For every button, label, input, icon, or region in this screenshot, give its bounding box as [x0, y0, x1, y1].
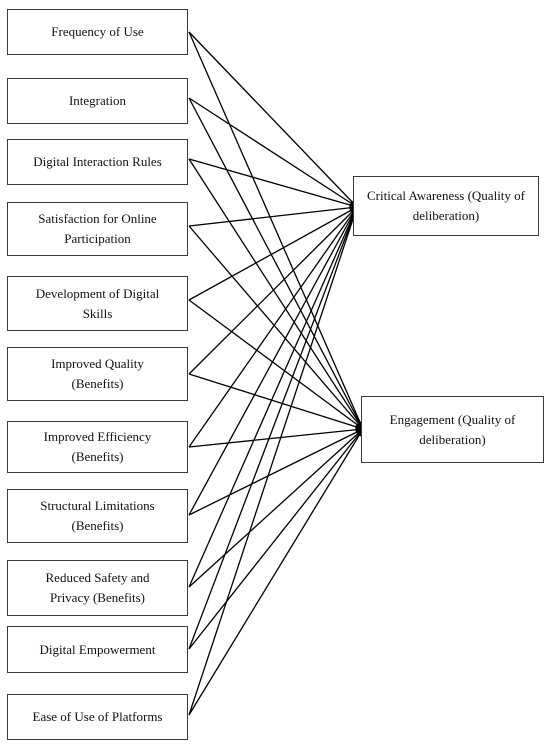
arrow-integration-to-engagement	[188, 97, 364, 430]
outcome-label: Critical Awareness (Quality of deliberat…	[366, 188, 525, 223]
arrow-digital-interaction-rules-to-critical-awareness	[188, 158, 358, 209]
arrow-ease-of-use-platforms-to-critical-awareness	[188, 206, 359, 716]
factor-label: Digital Interaction Rules	[33, 154, 162, 169]
outcome-label: Engagement (Quality of deliberation)	[389, 411, 516, 447]
arrow-integration-to-critical-awareness	[188, 97, 358, 208]
factor-box-ease-of-use-platforms: Ease of Use of Platforms	[7, 694, 188, 740]
factor-box-improved-efficiency: Improved Efficiency (Benefits)	[7, 421, 188, 473]
factor-label: Improved Quality (Benefits)	[51, 356, 144, 391]
arrow-digital-empowerment-to-critical-awareness	[188, 206, 359, 650]
arrow-group	[188, 31, 364, 716]
factor-box-development-digital-skills: Development of Digital Skills	[7, 276, 188, 331]
arrow-satisfaction-online-participation-to-engagement	[188, 225, 364, 430]
arrow-frequency-of-use-to-engagement	[188, 31, 364, 430]
factor-box-digital-interaction-rules: Digital Interaction Rules	[7, 139, 188, 185]
arrow-improved-quality-to-engagement	[188, 373, 364, 431]
factor-label: Frequency of Use	[51, 24, 144, 39]
arrow-frequency-of-use-to-critical-awareness	[188, 31, 358, 208]
arrow-ease-of-use-platforms-to-engagement	[188, 428, 364, 716]
arrow-reduced-safety-privacy-to-critical-awareness	[188, 206, 358, 588]
factor-box-structural-limitations: Structural Limitations (Benefits)	[7, 489, 188, 543]
factor-label: Satisfaction for Online Participation	[38, 211, 157, 246]
factor-label: Integration	[68, 93, 127, 108]
arrow-structural-limitations-to-critical-awareness	[188, 206, 358, 516]
factor-box-digital-empowerment: Digital Empowerment	[7, 626, 188, 673]
factor-label: Reduced Safety and Privacy (Benefits)	[45, 570, 150, 605]
arrow-reduced-safety-privacy-to-engagement	[188, 428, 364, 588]
arrow-improved-quality-to-critical-awareness	[188, 206, 358, 375]
factor-label: Improved Efficiency (Benefits)	[43, 429, 152, 464]
arrow-development-digital-skills-to-critical-awareness	[188, 206, 358, 301]
arrow-structural-limitations-to-engagement	[188, 428, 364, 516]
factor-label: Development of Digital Skills	[35, 285, 160, 321]
factor-box-reduced-safety-privacy: Reduced Safety and Privacy (Benefits)	[7, 560, 188, 616]
arrow-digital-interaction-rules-to-engagement	[188, 158, 364, 430]
arrow-satisfaction-online-participation-to-critical-awareness	[188, 203, 358, 227]
arrow-digital-empowerment-to-engagement	[188, 428, 364, 650]
arrow-development-digital-skills-to-engagement	[188, 299, 364, 430]
arrow-improved-efficiency-to-critical-awareness	[188, 206, 358, 448]
factor-box-integration: Integration	[7, 78, 188, 124]
arrow-improved-efficiency-to-engagement	[188, 425, 364, 448]
factor-box-satisfaction-online-participation: Satisfaction for Online Participation	[7, 202, 188, 256]
factor-label: Structural Limitations (Benefits)	[40, 498, 155, 533]
outcome-box-critical-awareness: Critical Awareness (Quality of deliberat…	[353, 176, 539, 236]
factor-box-frequency-of-use: Frequency of Use	[7, 9, 188, 55]
factor-label: Digital Empowerment	[39, 641, 156, 657]
outcome-box-engagement: Engagement (Quality of deliberation)	[361, 396, 544, 463]
factor-label: Ease of Use of Platforms	[32, 709, 163, 724]
factor-box-improved-quality: Improved Quality (Benefits)	[7, 347, 188, 401]
